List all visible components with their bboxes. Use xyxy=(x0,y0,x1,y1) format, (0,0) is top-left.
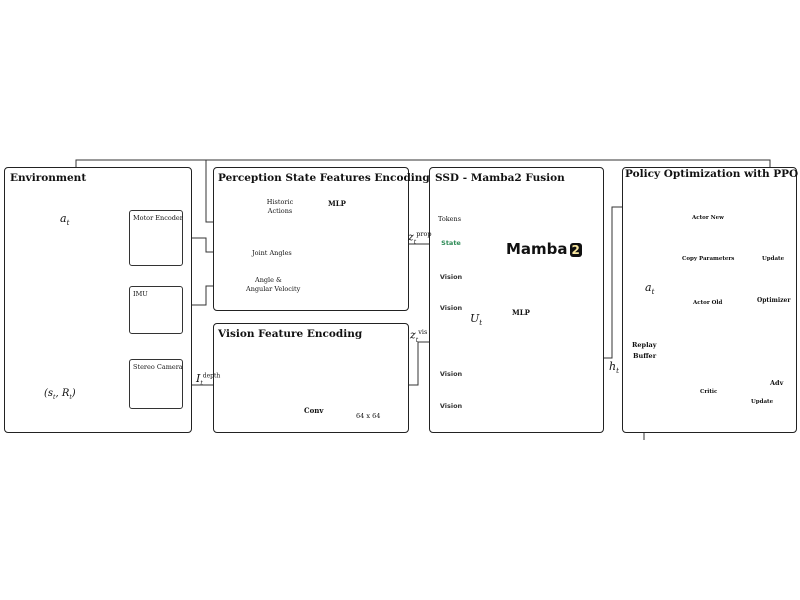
token-vision-3: Vision xyxy=(439,370,463,378)
adv-label: Adv xyxy=(770,379,784,387)
motor-encoder-label: Motor Encoder xyxy=(133,214,183,222)
depth-label: Itdepth xyxy=(196,372,221,388)
action-label: at xyxy=(60,212,70,228)
vision-panel xyxy=(213,323,409,433)
historic-actions-label: Historic Actions xyxy=(266,198,294,215)
conv-label: Conv xyxy=(304,406,324,415)
perception-title: Perception State Features Encoding xyxy=(218,172,430,184)
policy-title: Policy Optimization with PPO xyxy=(625,168,799,180)
environment-panel xyxy=(4,167,192,433)
stereo-camera-card xyxy=(129,359,183,409)
policy-action-label: at xyxy=(645,281,655,297)
token-state: State xyxy=(441,239,461,247)
fusion-panel xyxy=(429,167,604,433)
token-vision-1: Vision xyxy=(439,273,463,281)
motor-encoder-card xyxy=(129,210,183,266)
angle-label-2: Angular Velocity xyxy=(246,285,301,293)
stereo-camera-label: Stereo Camera xyxy=(133,363,183,371)
actor-old-label: Actor Old xyxy=(691,300,725,306)
optimizer-label: Optimizer xyxy=(757,297,791,304)
vision-title: Vision Feature Encoding xyxy=(218,328,363,340)
critic-label: Critic xyxy=(698,389,720,395)
perception-panel xyxy=(213,167,409,311)
update-label-2: Update xyxy=(751,399,774,405)
token-vision-4: Vision xyxy=(439,402,463,410)
tokens-label: Tokens xyxy=(438,215,462,223)
fusion-title: SSD - Mamba2 Fusion xyxy=(435,172,565,184)
state-reward-label: (st, Rt) xyxy=(44,388,76,401)
replay-buffer-label-1: Replay xyxy=(632,341,657,349)
h-label: ht xyxy=(609,360,619,376)
perception-mlp-label: MLP xyxy=(328,199,346,208)
actor-new-label: Actor New xyxy=(690,215,726,221)
joint-angles-label: Joint Angles xyxy=(252,249,292,257)
imu-label: IMU xyxy=(133,290,148,298)
grid-size-label: 64 x 64 xyxy=(356,412,381,420)
angle-label-1: Angle & xyxy=(255,276,282,284)
imu-card xyxy=(129,286,183,334)
update-label-1: Update xyxy=(762,256,785,262)
u-label: Ut xyxy=(470,312,483,328)
token-vision-2: Vision xyxy=(439,304,463,312)
z-vis-label: ztvis xyxy=(410,328,428,344)
replay-buffer-label-2: Buffer xyxy=(633,352,657,360)
copy-parameters-label: Copy Parameters xyxy=(682,256,735,262)
environment-title: Environment xyxy=(10,172,87,184)
fusion-mlp-label: MLP xyxy=(512,308,530,317)
z-prop-label: ztprop xyxy=(408,230,432,246)
